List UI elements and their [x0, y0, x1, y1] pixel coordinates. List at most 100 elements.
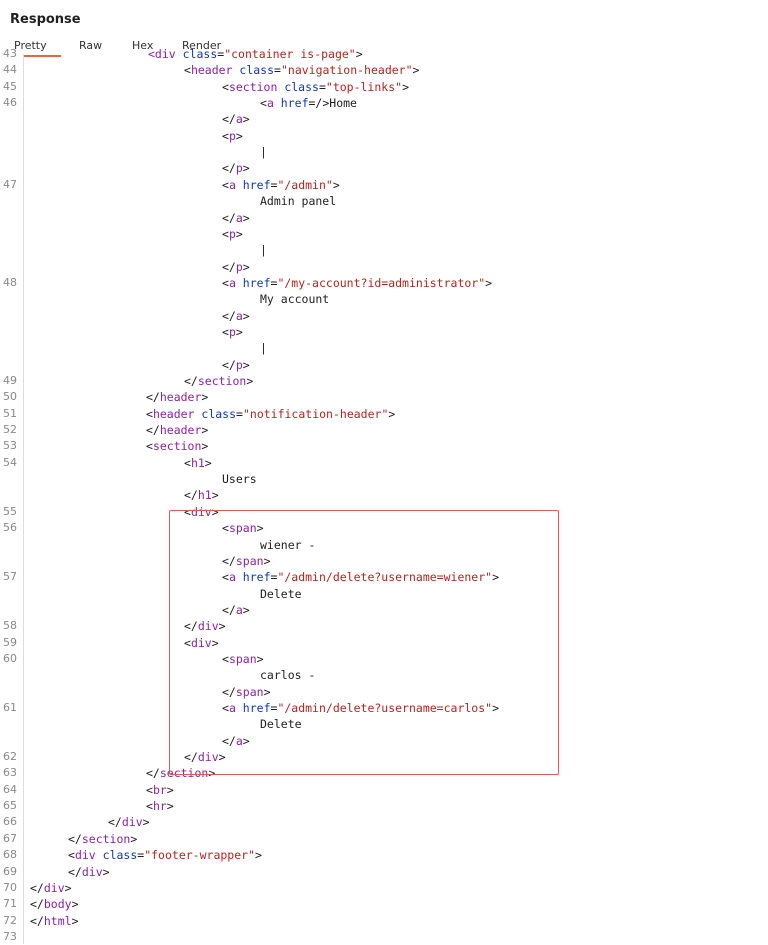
code-token: class: [182, 47, 218, 61]
line-number: 62: [3, 750, 17, 764]
code-line: <a href="/admin/delete?username=wiener">: [222, 569, 499, 585]
tab-raw[interactable]: Raw: [79, 39, 103, 52]
code-line: <p>: [222, 128, 243, 144]
code-token: My account: [260, 292, 330, 307]
code-token: <: [260, 96, 267, 111]
code-token: href: [242, 275, 271, 290]
code-line: wiener -: [260, 537, 315, 553]
code-token: "/admin": [277, 177, 333, 192]
line-number: 56: [3, 521, 17, 535]
code-token: </: [146, 766, 160, 781]
code-token: span: [228, 521, 257, 536]
code-token: <: [184, 635, 191, 650]
response-code-editor[interactable]: 43<div class="container is-page">44<head…: [0, 47, 768, 944]
code-token: >: [263, 553, 271, 568]
code-token: section: [228, 79, 285, 94]
code-token: </: [184, 619, 198, 634]
code-line: </h1>: [184, 487, 219, 503]
code-token: body: [43, 897, 72, 912]
code-token: <: [146, 782, 153, 797]
code-token: >: [166, 799, 174, 814]
code-token: a: [228, 177, 243, 192]
code-token: </: [30, 897, 44, 912]
code-token: "top-links": [325, 79, 403, 94]
code-line: </header>: [146, 422, 208, 438]
tab-hex[interactable]: Hex: [132, 39, 154, 52]
code-token: span: [228, 651, 257, 666]
line-number: 55: [3, 504, 17, 518]
code-token: >: [388, 406, 396, 421]
code-token: <: [222, 177, 229, 192]
code-token: span: [235, 684, 264, 699]
code-line: </a>: [222, 308, 250, 324]
code-token: h1: [190, 455, 205, 470]
code-token: class: [239, 63, 275, 78]
code-token: >: [218, 750, 226, 765]
code-line: </span>: [222, 684, 271, 700]
code-token: </: [222, 357, 236, 372]
code-line: </section>: [146, 765, 215, 781]
line-number: 61: [3, 701, 17, 714]
code-token: >: [102, 864, 110, 879]
line-number: 47: [3, 177, 17, 191]
line-number: 70: [3, 880, 17, 894]
code-token: >: [211, 504, 219, 519]
code-line: <span>: [222, 651, 264, 667]
code-token: Admin panel: [260, 194, 337, 209]
code-token: p: [235, 161, 243, 176]
code-line: </div>: [30, 880, 72, 896]
code-token: >: [256, 651, 264, 666]
code-token: a: [228, 701, 243, 715]
code-token: a: [235, 308, 243, 323]
code-token: </: [108, 815, 122, 830]
code-token: Users: [222, 472, 257, 487]
code-token: >: [246, 374, 254, 388]
line-number: 49: [3, 374, 17, 387]
line-number: 43: [3, 47, 17, 60]
code-token: =: [274, 63, 281, 78]
code-token: </: [184, 374, 198, 388]
code-line: <a href=/>Home: [260, 95, 357, 111]
code-token: "container is-page": [224, 47, 356, 61]
code-line: </section>: [68, 831, 137, 847]
code-token: >: [142, 815, 150, 830]
line-number: 68: [3, 848, 17, 862]
code-token: class: [284, 79, 319, 94]
code-token: div: [74, 848, 103, 863]
code-token: >: [412, 63, 420, 78]
code-token: </: [222, 602, 236, 617]
line-number-gutter: [0, 54, 24, 944]
code-token: "notification-header": [242, 406, 389, 421]
code-token: hr: [152, 799, 167, 814]
code-token: </: [222, 308, 236, 323]
panel-title: Response: [10, 12, 81, 27]
code-line: carlos -: [260, 667, 315, 683]
tab-render[interactable]: Render: [182, 39, 222, 52]
code-token: <: [184, 455, 191, 470]
code-token: a: [228, 275, 243, 290]
code-token: h1: [197, 488, 212, 503]
code-token: div: [81, 864, 103, 879]
code-token: >: [235, 128, 243, 143]
code-token: a: [235, 602, 243, 617]
code-token: =: [236, 406, 243, 421]
code-token: </: [30, 913, 44, 928]
code-line: My account: [260, 291, 329, 307]
tab-pretty[interactable]: Pretty: [4, 39, 61, 57]
code-token: >: [242, 259, 250, 274]
code-token: >: [130, 831, 138, 846]
code-token: href: [242, 570, 271, 585]
code-token: </: [222, 210, 236, 225]
code-token: section: [81, 831, 131, 846]
code-token: >: [235, 324, 243, 339]
code-line: <section class="top-links">: [222, 79, 409, 95]
code-line: <a href="/admin/delete?username=carlos">: [222, 700, 499, 716]
code-token: href: [280, 96, 309, 111]
code-token: >: [242, 210, 250, 225]
line-number: 60: [3, 651, 17, 665]
code-token: p: [235, 357, 243, 372]
code-line: </body>: [30, 896, 79, 912]
code-line: Delete: [260, 586, 302, 602]
code-token: >: [204, 455, 212, 470]
code-token: section: [152, 439, 202, 454]
